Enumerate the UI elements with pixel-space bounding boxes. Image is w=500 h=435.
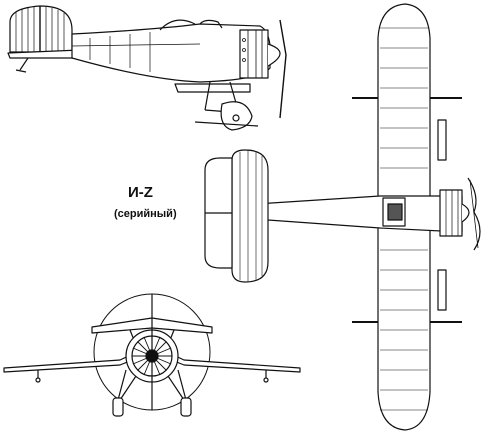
top-view	[205, 4, 480, 430]
drawing-subtitle: (серийный)	[114, 208, 177, 220]
drawing-title: И-Z	[128, 184, 153, 201]
front-view	[4, 294, 300, 416]
side-view	[8, 6, 286, 130]
